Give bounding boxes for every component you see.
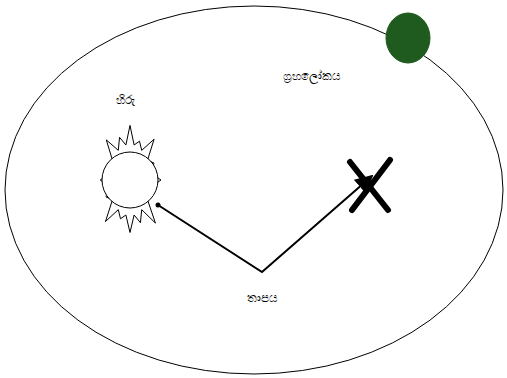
target-cross <box>350 160 390 210</box>
sun-label: හිරු <box>116 93 135 107</box>
orbit-ellipse <box>5 6 503 374</box>
ray-arrow <box>158 176 372 272</box>
planet-label: ග්‍රහලෝකය <box>283 69 341 83</box>
ray-label: තාපය <box>247 291 278 305</box>
sun-symbol <box>100 125 161 232</box>
planet-circle <box>386 13 430 63</box>
ray-start-dot <box>156 203 161 208</box>
